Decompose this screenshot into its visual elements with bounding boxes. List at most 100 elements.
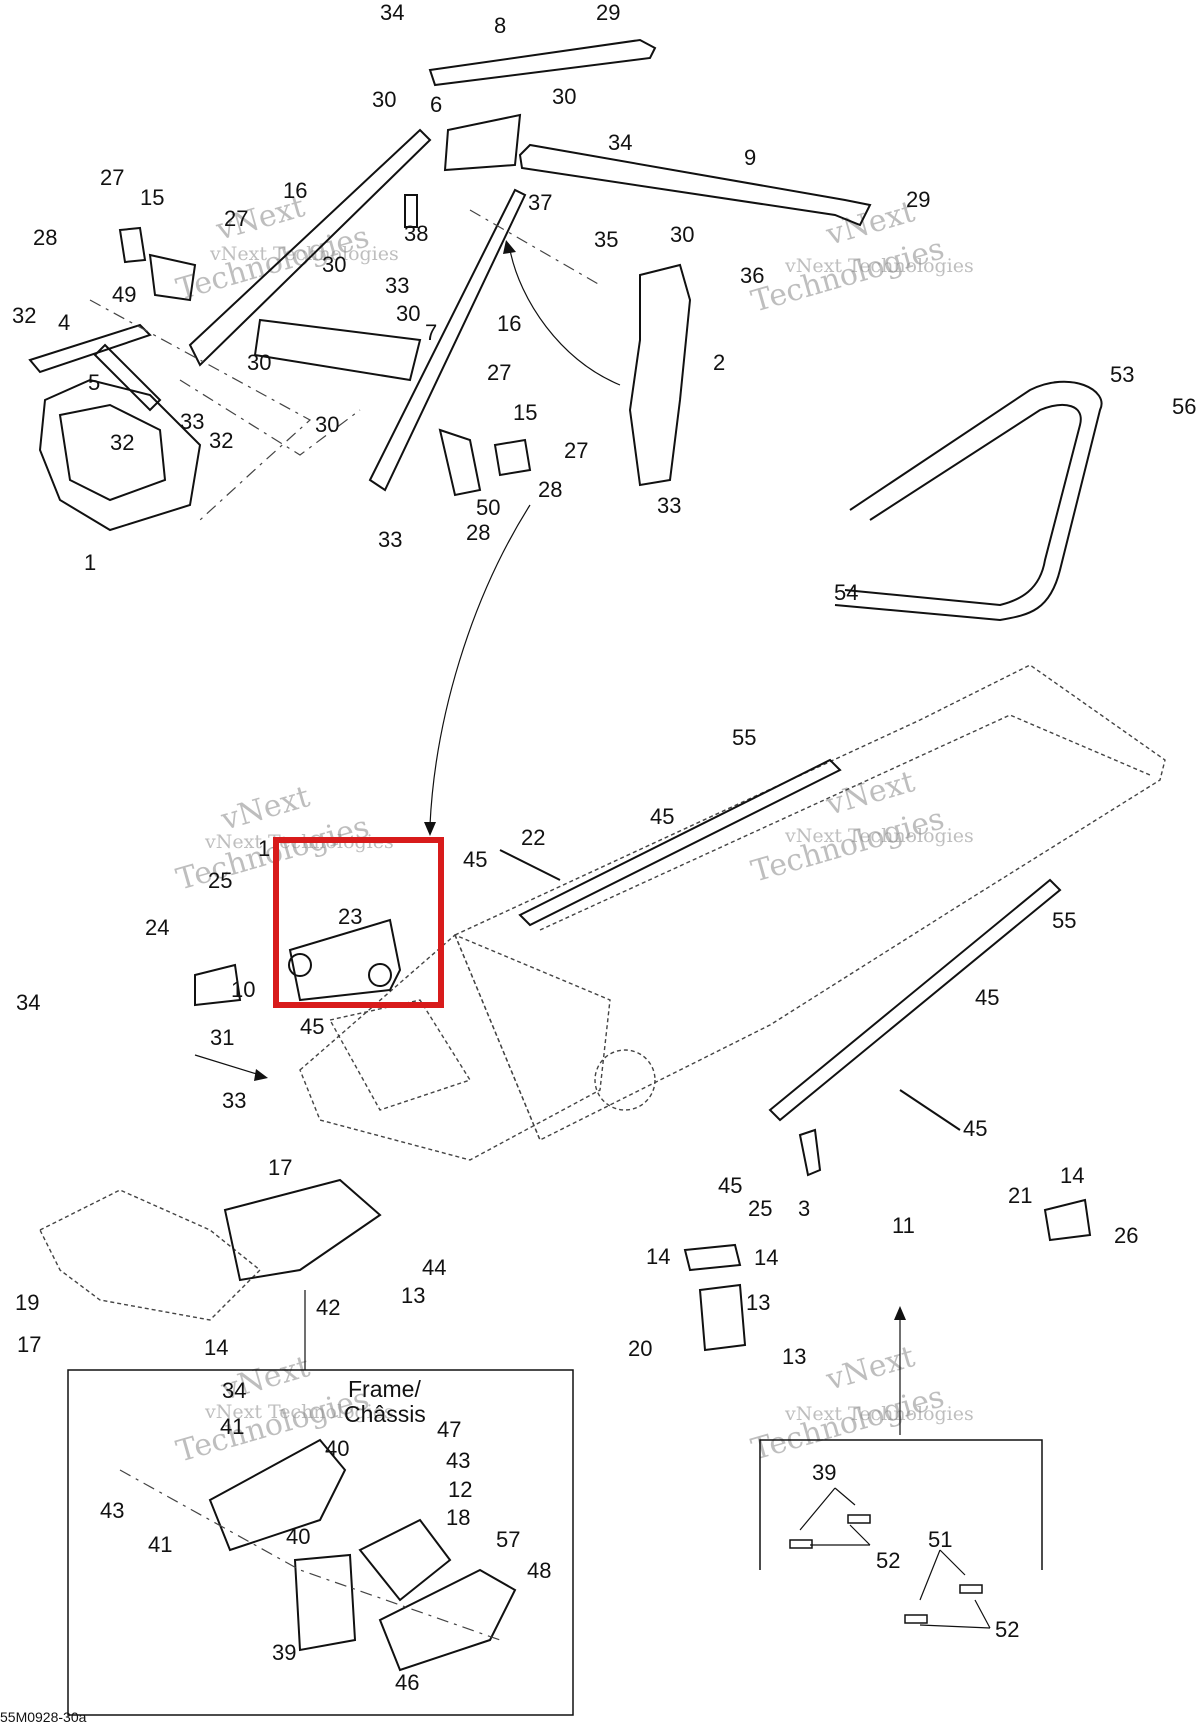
callout-57: 57 bbox=[496, 1527, 520, 1552]
part-50-bracket bbox=[438, 428, 482, 497]
callout-28: 28 bbox=[33, 225, 57, 250]
part-7-cross-member bbox=[253, 318, 422, 382]
arrow-head bbox=[894, 1306, 906, 1320]
callout-14: 14 bbox=[754, 1245, 778, 1270]
upper-column-assembly bbox=[28, 38, 872, 532]
callout-26: 26 bbox=[1114, 1223, 1138, 1248]
arrow-path bbox=[429, 504, 531, 826]
callout-7: 7 bbox=[425, 320, 437, 345]
part-16-left-column bbox=[188, 128, 432, 367]
assembly-line bbox=[89, 299, 312, 521]
callout-14: 14 bbox=[646, 1244, 670, 1269]
arrow-path bbox=[509, 249, 621, 386]
callout-34: 34 bbox=[380, 0, 404, 25]
callout-53: 53 bbox=[1110, 362, 1134, 387]
part-21-strip bbox=[899, 1089, 961, 1131]
callout-34: 34 bbox=[222, 1378, 246, 1403]
frame-front-section bbox=[299, 934, 611, 1161]
callout-19: 19 bbox=[15, 1290, 39, 1315]
callout-4: 4 bbox=[58, 310, 70, 335]
callout-1: 1 bbox=[258, 836, 270, 861]
callout-30: 30 bbox=[315, 412, 339, 437]
callout-51: 51 bbox=[928, 1527, 952, 1552]
inset-border bbox=[759, 1439, 1043, 1570]
inset-label-line1: Frame/ bbox=[348, 1376, 421, 1402]
callout-27: 27 bbox=[487, 360, 511, 385]
track-rail-left bbox=[518, 758, 842, 927]
callout-41: 41 bbox=[220, 1414, 244, 1439]
part-16-right-column bbox=[368, 188, 527, 492]
callout-9: 9 bbox=[744, 145, 756, 170]
callout-29: 29 bbox=[906, 187, 930, 212]
tunnel-outline bbox=[454, 664, 1166, 1141]
part-2-plate bbox=[628, 263, 692, 487]
part-23-bracket bbox=[288, 918, 402, 1002]
watermark-text: vNext Technologies bbox=[784, 1403, 974, 1425]
callout-33: 33 bbox=[385, 273, 409, 298]
callout-34: 34 bbox=[608, 130, 632, 155]
callout-48: 48 bbox=[527, 1558, 551, 1583]
rail-loop-assembly bbox=[834, 380, 1103, 622]
callout-45: 45 bbox=[650, 804, 674, 829]
inset-label-line2: Châssis bbox=[344, 1401, 426, 1427]
leader-line bbox=[919, 1599, 991, 1629]
callout-43: 43 bbox=[100, 1498, 124, 1523]
assembly-line bbox=[469, 209, 601, 286]
callout-33: 33 bbox=[657, 493, 681, 518]
callout-17: 17 bbox=[17, 1332, 41, 1357]
frame-inset-box: Frame/ Châssis bbox=[67, 1369, 574, 1716]
callout-30: 30 bbox=[552, 84, 576, 109]
callout-39: 39 bbox=[812, 1460, 836, 1485]
callout-32: 32 bbox=[12, 303, 36, 328]
watermark-top-left: vNext vNext Technologies Technologies bbox=[173, 189, 399, 307]
callout-13: 13 bbox=[782, 1344, 806, 1369]
callout-15: 15 bbox=[513, 400, 537, 425]
callout-22: 22 bbox=[521, 825, 545, 850]
drive-hub bbox=[594, 1049, 656, 1111]
callout-54: 54 bbox=[834, 580, 858, 605]
callout-25: 25 bbox=[748, 1196, 772, 1221]
callout-1: 1 bbox=[84, 550, 96, 575]
callout-55: 55 bbox=[1052, 908, 1076, 933]
callout-20: 20 bbox=[628, 1336, 652, 1361]
callout-11: 11 bbox=[892, 1213, 915, 1238]
watermark-text: vNext Technologies bbox=[209, 243, 399, 265]
part-51-fastener bbox=[847, 1514, 871, 1524]
callout-42: 42 bbox=[316, 1295, 340, 1320]
callout-56: 56 bbox=[1172, 394, 1196, 419]
callout-40: 40 bbox=[325, 1436, 349, 1461]
callout-35: 35 bbox=[594, 227, 618, 252]
callout-14: 14 bbox=[1060, 1163, 1084, 1188]
callout-46: 46 bbox=[395, 1670, 419, 1695]
callout-28: 28 bbox=[466, 520, 490, 545]
callout-34: 34 bbox=[16, 990, 40, 1015]
watermark-top-right: vNext vNext Technologies Technologies bbox=[748, 194, 974, 319]
part-46-plate bbox=[293, 1553, 357, 1652]
callout-3: 3 bbox=[798, 1196, 810, 1221]
assembly-line bbox=[179, 379, 361, 456]
part-6-bracket bbox=[443, 113, 522, 172]
part-8-bar bbox=[428, 38, 657, 87]
callout-45: 45 bbox=[300, 1014, 324, 1039]
part-15-bracket-upper bbox=[118, 226, 147, 264]
callout-41: 41 bbox=[148, 1532, 172, 1557]
callout-45: 45 bbox=[463, 847, 487, 872]
part-49-bracket bbox=[148, 253, 197, 302]
part-57-bracket bbox=[358, 1518, 452, 1602]
part-51-fastener bbox=[959, 1584, 983, 1594]
arrow-path bbox=[194, 1054, 261, 1076]
callout-39: 39 bbox=[272, 1640, 296, 1665]
callout-45: 45 bbox=[963, 1116, 987, 1141]
callout-30: 30 bbox=[396, 301, 420, 326]
callout-43: 43 bbox=[446, 1448, 470, 1473]
callout-33: 33 bbox=[378, 527, 402, 552]
callout-45: 45 bbox=[718, 1173, 742, 1198]
part-38-spacer bbox=[404, 194, 418, 228]
part-1-front-panel bbox=[38, 378, 202, 532]
callout-32: 32 bbox=[110, 430, 134, 455]
callout-2: 2 bbox=[713, 350, 725, 375]
callout-28: 28 bbox=[538, 477, 562, 502]
callout-8: 8 bbox=[494, 13, 506, 38]
callout-24: 24 bbox=[145, 915, 169, 940]
